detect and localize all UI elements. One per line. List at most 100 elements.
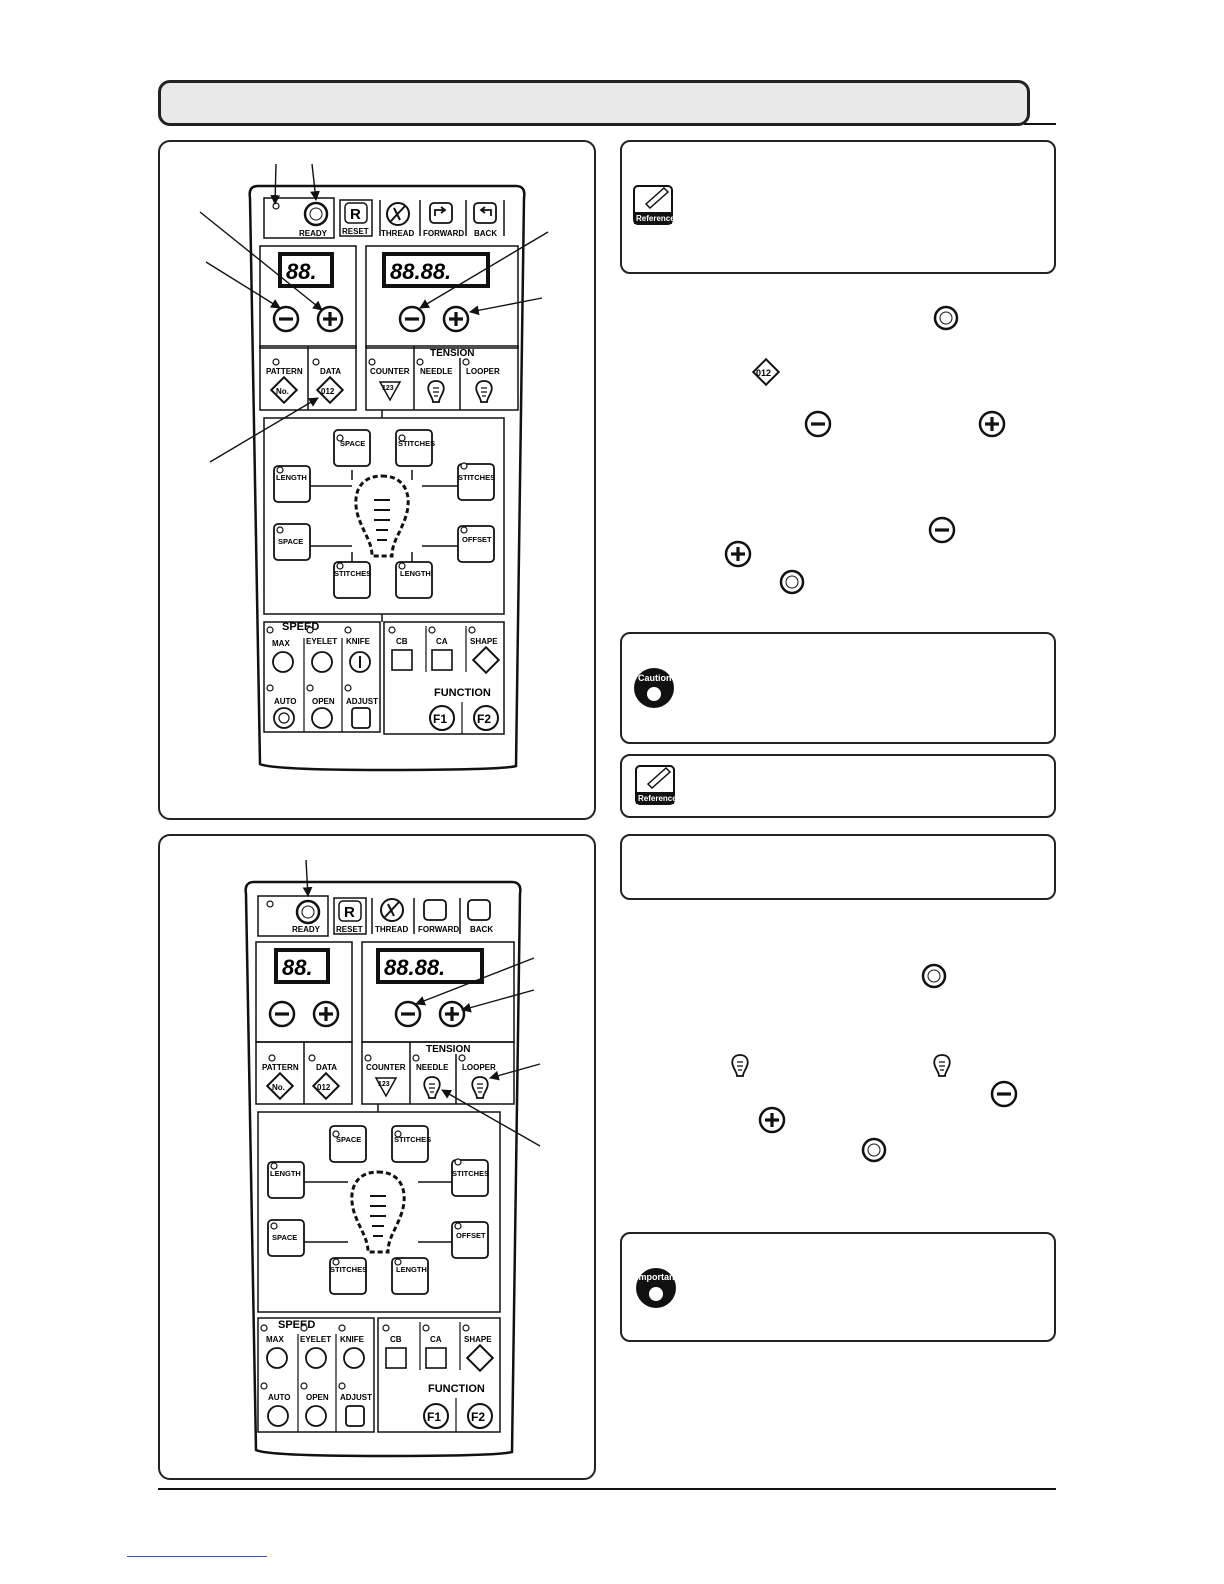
function-label-2: FUNCTION <box>428 1383 485 1395</box>
auto-button-2[interactable] <box>267 1405 289 1427</box>
pattern-label-2: PATTERN <box>262 1063 299 1072</box>
pattern-label: PATTERN <box>266 367 303 376</box>
f2-button[interactable] <box>473 705 499 731</box>
open-button-2[interactable] <box>305 1405 327 1427</box>
eyelet-button[interactable] <box>311 651 333 673</box>
pattern-minus-button[interactable] <box>272 305 300 333</box>
forward-button[interactable] <box>429 202 453 224</box>
data-minus-button[interactable] <box>398 305 426 333</box>
reset-button-2[interactable] <box>338 900 362 922</box>
adjust-button[interactable] <box>351 707 371 729</box>
ca-label: CA <box>436 637 448 646</box>
f2-button-2[interactable] <box>467 1403 493 1429</box>
ready-label: READY <box>299 229 328 238</box>
cb-button[interactable] <box>391 649 413 671</box>
ca-button[interactable] <box>431 649 453 671</box>
stitches-top-label: STITCHES <box>398 439 435 448</box>
minus-inline-icon-1 <box>804 410 832 438</box>
counter-num-label-2: 123 <box>378 1081 390 1088</box>
length-bottom-label-2: LENGTH <box>396 1265 427 1274</box>
important-note-box <box>620 1232 1056 1342</box>
eyelet-label: EYELET <box>306 637 337 646</box>
space-left-label: SPACE <box>278 537 303 546</box>
function-label: FUNCTION <box>434 687 491 699</box>
ready-inline-icon-3 <box>921 963 947 989</box>
data-plus-button-2[interactable] <box>438 1000 466 1028</box>
forward-label: FORWARD <box>423 229 464 238</box>
open-label-2: OPEN <box>306 1393 329 1402</box>
knife-label-2: KNIFE <box>340 1335 365 1344</box>
footer-rule <box>158 1488 1056 1490</box>
ca-button-2[interactable] <box>425 1347 447 1369</box>
section-title-bar <box>158 80 1030 126</box>
reference-note-box-2 <box>620 754 1056 818</box>
ready-button[interactable] <box>303 201 329 227</box>
length-left-label: LENGTH <box>276 473 307 482</box>
looper-label-2: LOOPER <box>462 1063 496 1072</box>
caution-icon: Caution <box>634 668 674 708</box>
back-button-2[interactable] <box>467 899 491 921</box>
eyelet-label-2: EYELET <box>300 1335 331 1344</box>
max-label-2: MAX <box>266 1335 284 1344</box>
open-button[interactable] <box>311 707 333 729</box>
open-label: OPEN <box>312 697 335 706</box>
ready-button-2[interactable] <box>295 899 321 925</box>
data-num-label-2: 012 <box>317 1083 331 1092</box>
knife-button-2[interactable] <box>343 1347 365 1369</box>
needle-label: NEEDLE <box>420 367 453 376</box>
counter-button-2[interactable] <box>374 1077 398 1098</box>
counter-label-2: COUNTER <box>366 1063 406 1072</box>
counter-num-label: 123 <box>382 385 394 392</box>
operation-panel-1: READY R RESET THREAD FORWARD BACK 88. 88… <box>248 184 526 772</box>
data-num-label: 012 <box>321 387 335 396</box>
reset-letter-2: R <box>344 904 355 921</box>
f1-button-2[interactable] <box>423 1403 449 1429</box>
adjust-button-2[interactable] <box>345 1405 365 1427</box>
ready-inline-icon-1 <box>933 305 959 331</box>
data-plus-button[interactable] <box>442 305 470 333</box>
max-speed-button-2[interactable] <box>266 1347 288 1369</box>
thread-button[interactable] <box>386 202 410 226</box>
adjust-label-2: ADJUST <box>340 1393 372 1402</box>
important-text: Important <box>636 1272 678 1282</box>
forward-button-2[interactable] <box>423 899 447 921</box>
thread-label-2: THREAD <box>375 925 409 934</box>
reset-letter: R <box>350 206 361 223</box>
max-label: MAX <box>272 639 290 648</box>
cb-button-2[interactable] <box>385 1347 407 1369</box>
eyelet-button-2[interactable] <box>305 1347 327 1369</box>
back-button[interactable] <box>473 202 497 224</box>
f1-label-2: F1 <box>427 1410 441 1424</box>
tension-label: TENSION <box>430 348 474 359</box>
important-icon: Important <box>636 1268 678 1308</box>
f2-label-2: F2 <box>471 1410 485 1424</box>
power-led <box>272 202 280 210</box>
ready-inline-icon-4 <box>861 1137 887 1163</box>
tension-label-2: TENSION <box>426 1044 470 1055</box>
data-label: DATA <box>320 367 341 376</box>
pattern-plus-button[interactable] <box>316 305 344 333</box>
space-top-label-2: SPACE <box>336 1135 361 1144</box>
knife-button[interactable] <box>349 651 371 673</box>
cb-label-2: CB <box>390 1335 402 1344</box>
reset-button[interactable] <box>339 199 373 237</box>
back-label: BACK <box>474 229 497 238</box>
ready-inline-icon-2 <box>779 569 805 595</box>
auto-label: AUTO <box>274 697 297 706</box>
max-speed-button[interactable] <box>272 651 294 673</box>
stitches-right-label: STITCHES <box>458 473 495 482</box>
looper-inline-icon <box>933 1054 951 1077</box>
panel2-callouts <box>302 859 541 1147</box>
operation-panel-2: READY R RESET THREAD FORWARD BACK 88. 88… <box>244 880 522 1458</box>
pattern-plus-button-2[interactable] <box>312 1000 340 1028</box>
knife-label: KNIFE <box>346 637 371 646</box>
speed-label: SPEED <box>282 621 319 633</box>
pattern-minus-button-2[interactable] <box>268 1000 296 1028</box>
auto-button[interactable] <box>273 707 295 729</box>
cb-label: CB <box>396 637 408 646</box>
f1-button[interactable] <box>429 705 455 731</box>
counter-button[interactable] <box>378 381 402 402</box>
reference-icon-1: Reference <box>633 185 675 225</box>
data-minus-button-2[interactable] <box>394 1000 422 1028</box>
